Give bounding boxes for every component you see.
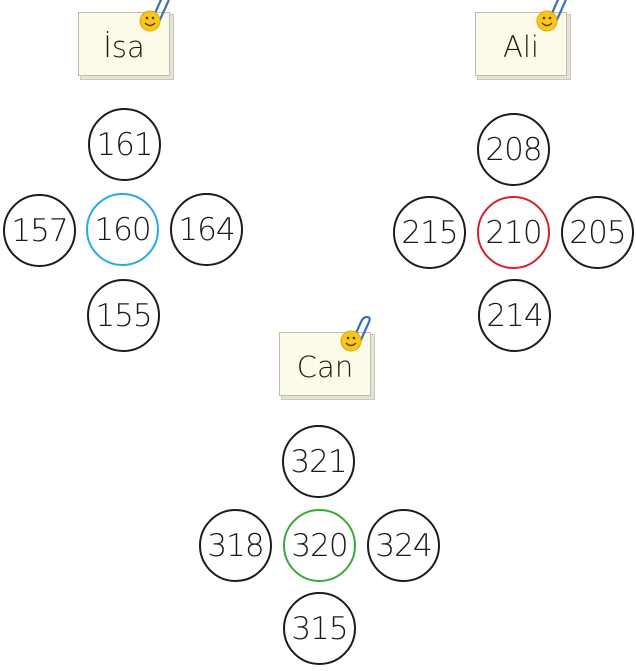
number-center: 210 <box>477 196 550 269</box>
number-bottom: 315 <box>283 592 356 665</box>
number-top: 161 <box>88 108 161 181</box>
name-note: İsa <box>78 0 178 80</box>
number-top: 321 <box>282 425 355 498</box>
number-left: 318 <box>199 509 272 582</box>
number-left: 157 <box>3 194 76 267</box>
number-center: 320 <box>283 509 356 582</box>
number-bottom: 155 <box>87 279 160 352</box>
name-note: Can <box>279 316 379 400</box>
number-top: 208 <box>477 113 550 186</box>
number-right: 324 <box>367 509 440 582</box>
smiley-paperclip-icon <box>139 0 170 32</box>
note-name: Can <box>296 350 354 384</box>
note-name: Ali <box>503 30 539 64</box>
number-bottom: 214 <box>478 279 551 352</box>
smiley-paperclip-icon <box>536 0 567 32</box>
number-left: 215 <box>393 196 466 269</box>
number-right: 164 <box>170 193 243 266</box>
note-name: İsa <box>103 30 145 64</box>
name-note: Ali <box>475 0 575 80</box>
number-center: 160 <box>86 193 159 266</box>
number-right: 205 <box>561 196 634 269</box>
smiley-paperclip-icon <box>340 316 371 352</box>
